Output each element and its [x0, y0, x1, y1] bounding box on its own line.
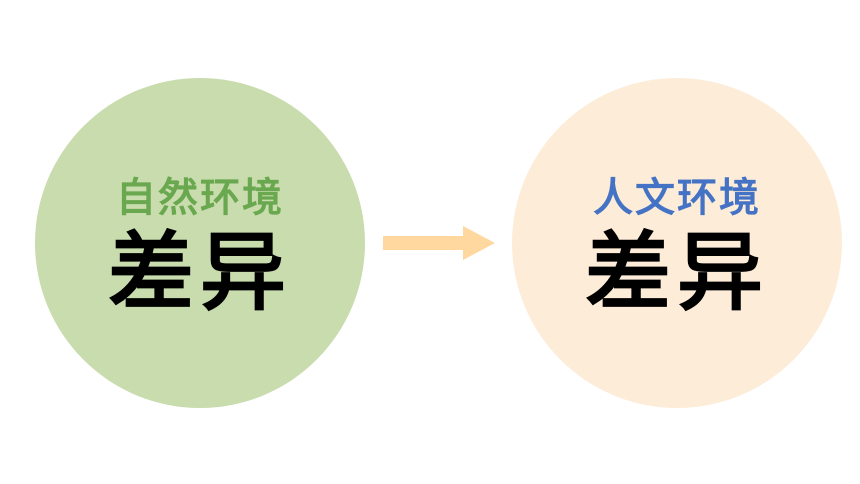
natural-environment-circle: 自然环境 差异	[35, 78, 365, 408]
natural-environment-difference: 差异	[108, 222, 292, 323]
arrow-shape	[383, 226, 495, 260]
human-environment-title: 人文环境	[593, 174, 761, 221]
arrow-right-icon	[383, 226, 495, 260]
human-environment-circle: 人文环境 差异	[512, 78, 842, 408]
human-environment-difference: 差异	[585, 222, 769, 323]
natural-environment-title: 自然环境	[116, 174, 284, 221]
